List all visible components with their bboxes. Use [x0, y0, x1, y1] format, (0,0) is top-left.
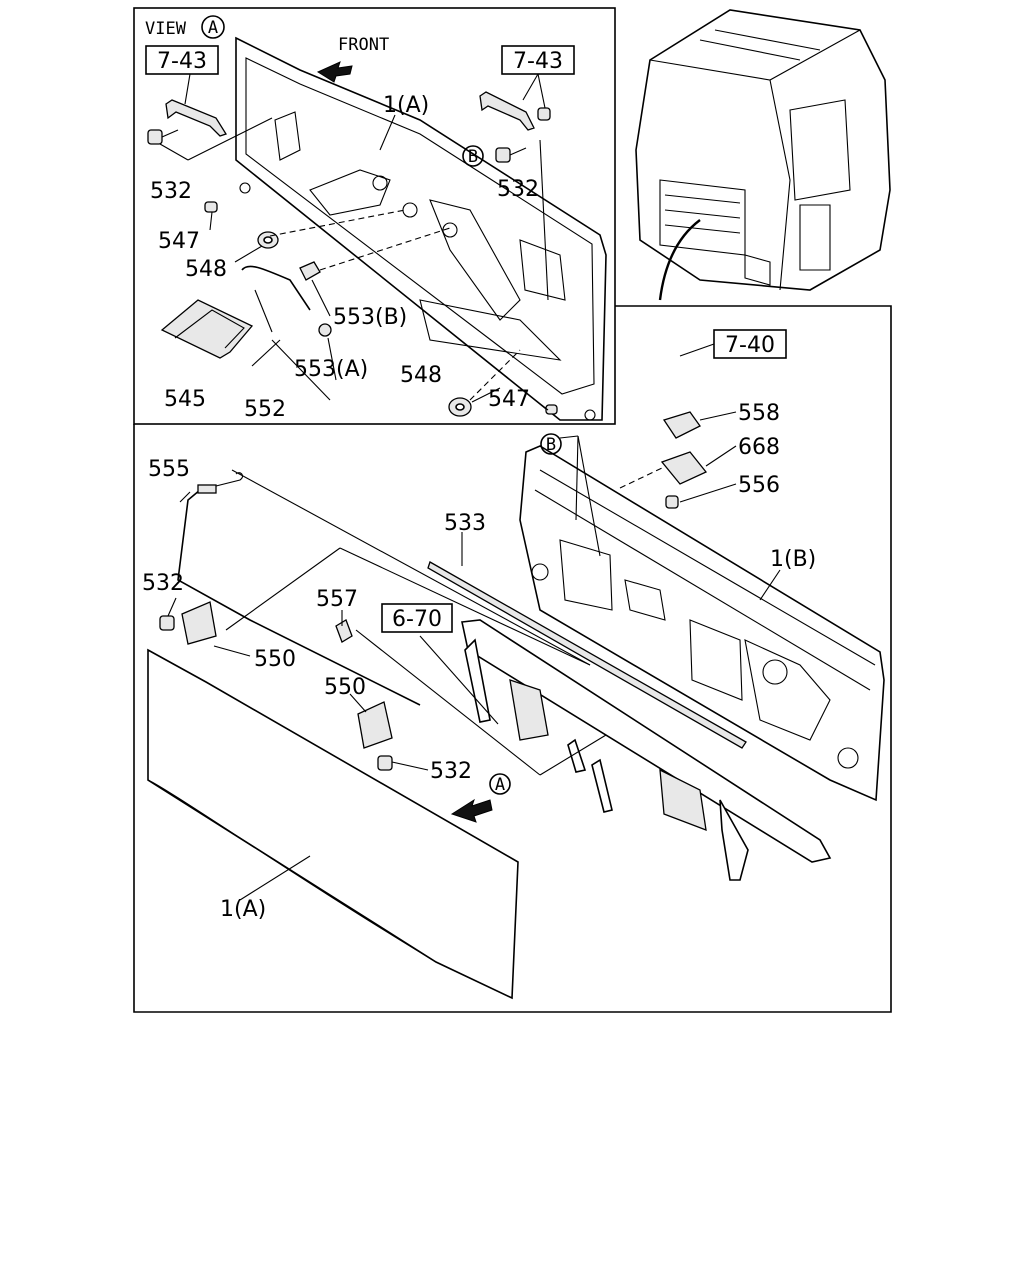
label-558: 558: [738, 401, 780, 426]
label-532-tr: 532: [497, 177, 539, 202]
bolt-556: [665, 495, 679, 509]
ref-box-7-43-left[interactable]: 7-43: [145, 45, 219, 75]
bolt-532-tr: [495, 147, 527, 163]
label-557: 557: [316, 587, 358, 612]
label-547-r: 547: [488, 387, 530, 412]
label-1a-bottom: 1(A): [220, 897, 266, 922]
panel-1a-view: [235, 36, 607, 421]
bolt-532-tl: [147, 129, 179, 145]
seal-strip-533: [427, 561, 747, 749]
grommet-547-l: [204, 201, 218, 213]
labels-view-a: 1(A) 532 B 532 547 548 553(B) 553(A) 548…: [150, 93, 539, 422]
label-548-r: 548: [400, 363, 442, 388]
label-552: 552: [244, 397, 286, 422]
label-548-l: 548: [185, 257, 227, 282]
svg-text:7-43: 7-43: [513, 49, 563, 74]
ref-box-7-40[interactable]: 7-40: [713, 329, 787, 359]
bracket-558: [662, 411, 701, 439]
svg-text:6-70: 6-70: [392, 607, 442, 632]
label-550-b: 550: [324, 675, 366, 700]
clip-557: [335, 619, 353, 643]
svg-text:7-40: 7-40: [725, 333, 775, 358]
grommet-547-r: [545, 404, 558, 415]
svg-text:B: B: [546, 435, 556, 455]
label-532-ml: 532: [142, 571, 184, 596]
view-a-arrow: A: [450, 773, 511, 823]
label-553a: 553(A): [294, 357, 368, 382]
svg-text:7-43: 7-43: [157, 49, 207, 74]
truck-cab-illustration: [635, 9, 891, 301]
bolt-532-ml: [159, 615, 175, 631]
rod-552: [241, 265, 311, 333]
leaders-main: [167, 343, 781, 901]
front-arrow-icon: [316, 61, 353, 83]
label-668: 668: [738, 435, 780, 460]
bracket-top-left: [165, 99, 227, 137]
svg-text:B: B: [468, 147, 478, 167]
label-553b: 553(B): [333, 305, 407, 330]
ref-box-6-70[interactable]: 6-70: [381, 603, 453, 633]
svg-text:A: A: [495, 775, 505, 795]
cowl-panel-1b: [519, 445, 885, 802]
label-545: 545: [164, 387, 206, 412]
label-547-l: 547: [158, 229, 200, 254]
view-word: VIEW: [145, 19, 187, 39]
view-a-header: VIEW A: [145, 15, 225, 39]
bracket-550-b: [357, 701, 393, 749]
label-1b: 1(B): [770, 547, 816, 572]
label-550-a: 550: [254, 647, 296, 672]
label-533: 533: [444, 511, 486, 536]
frame-view-a: [133, 7, 616, 425]
marker-b-mid: B: [540, 433, 562, 455]
leaders-view-a: [159, 73, 549, 411]
frame-main: [133, 305, 892, 1013]
clip-553b: [299, 261, 321, 281]
cross-member: [461, 619, 832, 881]
view-arrow-icon: [450, 798, 493, 823]
label-532-tl: 532: [150, 179, 192, 204]
bracket-top-right: [479, 91, 551, 131]
labels-main: 555 533 558 668 556 1(B) 532 557 550 550…: [142, 401, 816, 922]
bolt-532-bm: [377, 755, 393, 771]
bracket-550-a: [181, 601, 217, 645]
cable-555: [177, 472, 421, 706]
label-555: 555: [148, 457, 190, 482]
front-label: FRONT: [338, 35, 389, 55]
label-1a-top: 1(A): [383, 93, 429, 118]
label-556: 556: [738, 473, 780, 498]
marker-b-top: B: [462, 145, 484, 167]
clip-548-r: [448, 397, 472, 417]
label-532-bm: 532: [430, 759, 472, 784]
bracket-668: [660, 451, 708, 485]
handle-545: [160, 299, 254, 359]
view-letter: A: [208, 18, 218, 38]
ref-box-7-43-right[interactable]: 7-43: [501, 45, 575, 75]
clip-548-l: [257, 231, 279, 249]
lower-panel-1a: [147, 648, 519, 1000]
nut-553a: [318, 323, 332, 337]
front-indicator: FRONT: [316, 35, 389, 83]
